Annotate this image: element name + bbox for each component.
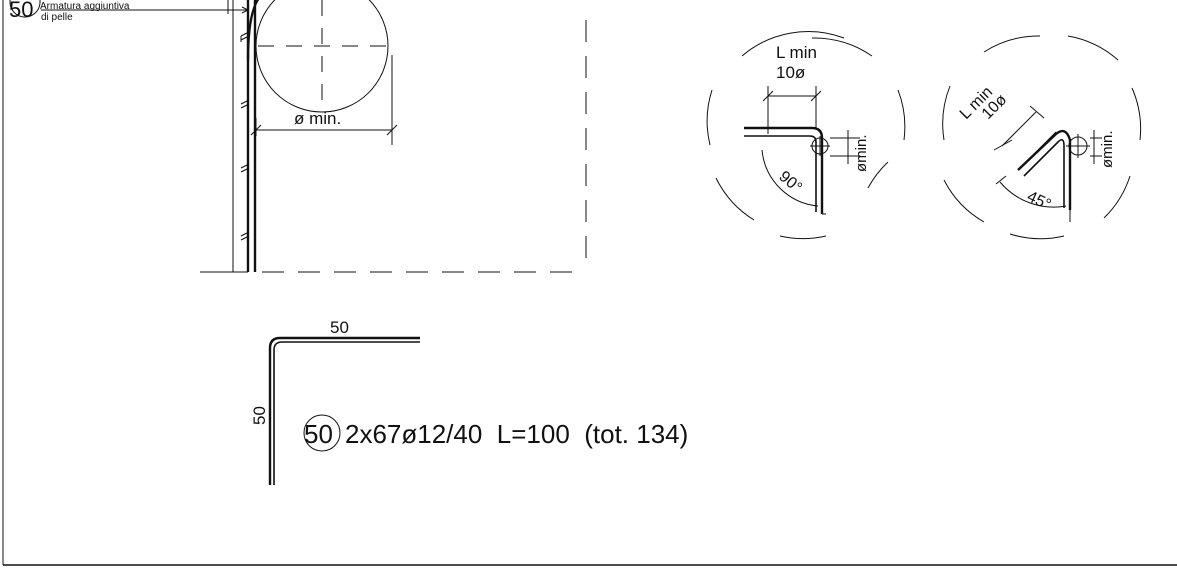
l-bar-inner xyxy=(273,341,420,485)
l-bar-outer xyxy=(268,336,420,485)
hook90-angle-label: 90° xyxy=(775,168,804,197)
hook90-arc-right xyxy=(897,89,906,141)
bar-mark-number: 50 xyxy=(304,419,333,449)
dim-tick-right xyxy=(386,124,398,136)
hook45-tick-left xyxy=(993,139,1013,151)
hook45-arc-bottom-left xyxy=(943,179,985,223)
hook45-arc-bottom-right xyxy=(1103,175,1131,219)
diameter-min-label: ø min. xyxy=(294,109,341,128)
l-bar-vertical-length: 50 xyxy=(250,406,269,425)
hook-90-detail: L min 10ø ømin. 90° xyxy=(706,31,906,240)
bar-schedule: 50 50 50 2x67ø12/40 L=100 (tot. 134) xyxy=(250,318,688,485)
hook45-tick-right xyxy=(1029,105,1045,119)
hook45-arc-bottom xyxy=(1009,233,1065,240)
hook45-arc-top-right xyxy=(1067,35,1119,61)
hook90-arc-top-right xyxy=(811,37,873,57)
hook90-arc-bottom-right xyxy=(867,161,889,189)
hook-45-detail: L min 10ø ømin. 45° xyxy=(942,35,1142,240)
callout-skin-reinforcement: 50 Armatura aggiuntiva di pelle xyxy=(9,0,250,23)
hook90-bar-inner xyxy=(744,135,817,212)
bend-detail: ø min. xyxy=(246,0,398,145)
callout-circle xyxy=(9,0,41,18)
callout-line2: di pelle xyxy=(41,12,73,23)
hook90-length-value: 10ø xyxy=(776,63,805,82)
callout-line1: Armatura aggiuntiva xyxy=(40,1,130,12)
hoop-bar-curve xyxy=(246,0,260,61)
hook45-angle-tick xyxy=(995,175,1007,185)
hook90-arc-left xyxy=(706,89,713,146)
hook90-arc-bottom-left xyxy=(715,177,755,221)
sheet-border xyxy=(2,0,1177,566)
hook90-diameter-label: ømin. xyxy=(853,135,870,173)
hook90-angle-arc xyxy=(761,149,819,207)
dim-tick-left xyxy=(250,124,262,136)
hook45-bar-outer xyxy=(1017,129,1072,210)
hook45-diameter-label: ømin. xyxy=(1099,131,1116,169)
section-outline-dashed xyxy=(262,20,587,273)
hook45-bar-inner xyxy=(1023,138,1065,208)
hook90-tick-right xyxy=(810,90,822,102)
wall-section xyxy=(200,0,257,273)
hook90-length-label: L min xyxy=(776,43,817,62)
hook45-arc-top-left xyxy=(983,35,1041,53)
hook45-length-dim-1 xyxy=(1001,111,1037,147)
bar-specification: 2x67ø12/40 L=100 (tot. 134) xyxy=(345,419,688,449)
hook90-arc-top-left xyxy=(741,31,845,57)
hook45-arc-left xyxy=(942,85,951,141)
hook45-arc-right xyxy=(1131,87,1142,141)
hook90-arc-bottom xyxy=(779,235,827,240)
mandrel-circle xyxy=(255,0,389,113)
hook45-angle-label: 45° xyxy=(1024,188,1053,214)
bar-mark-circle xyxy=(303,414,341,452)
l-bar-horizontal-length: 50 xyxy=(330,318,349,337)
hook90-tick-left xyxy=(762,90,774,102)
callout-mark: 50 xyxy=(9,0,33,22)
hook45-angle-arc xyxy=(999,181,1067,208)
